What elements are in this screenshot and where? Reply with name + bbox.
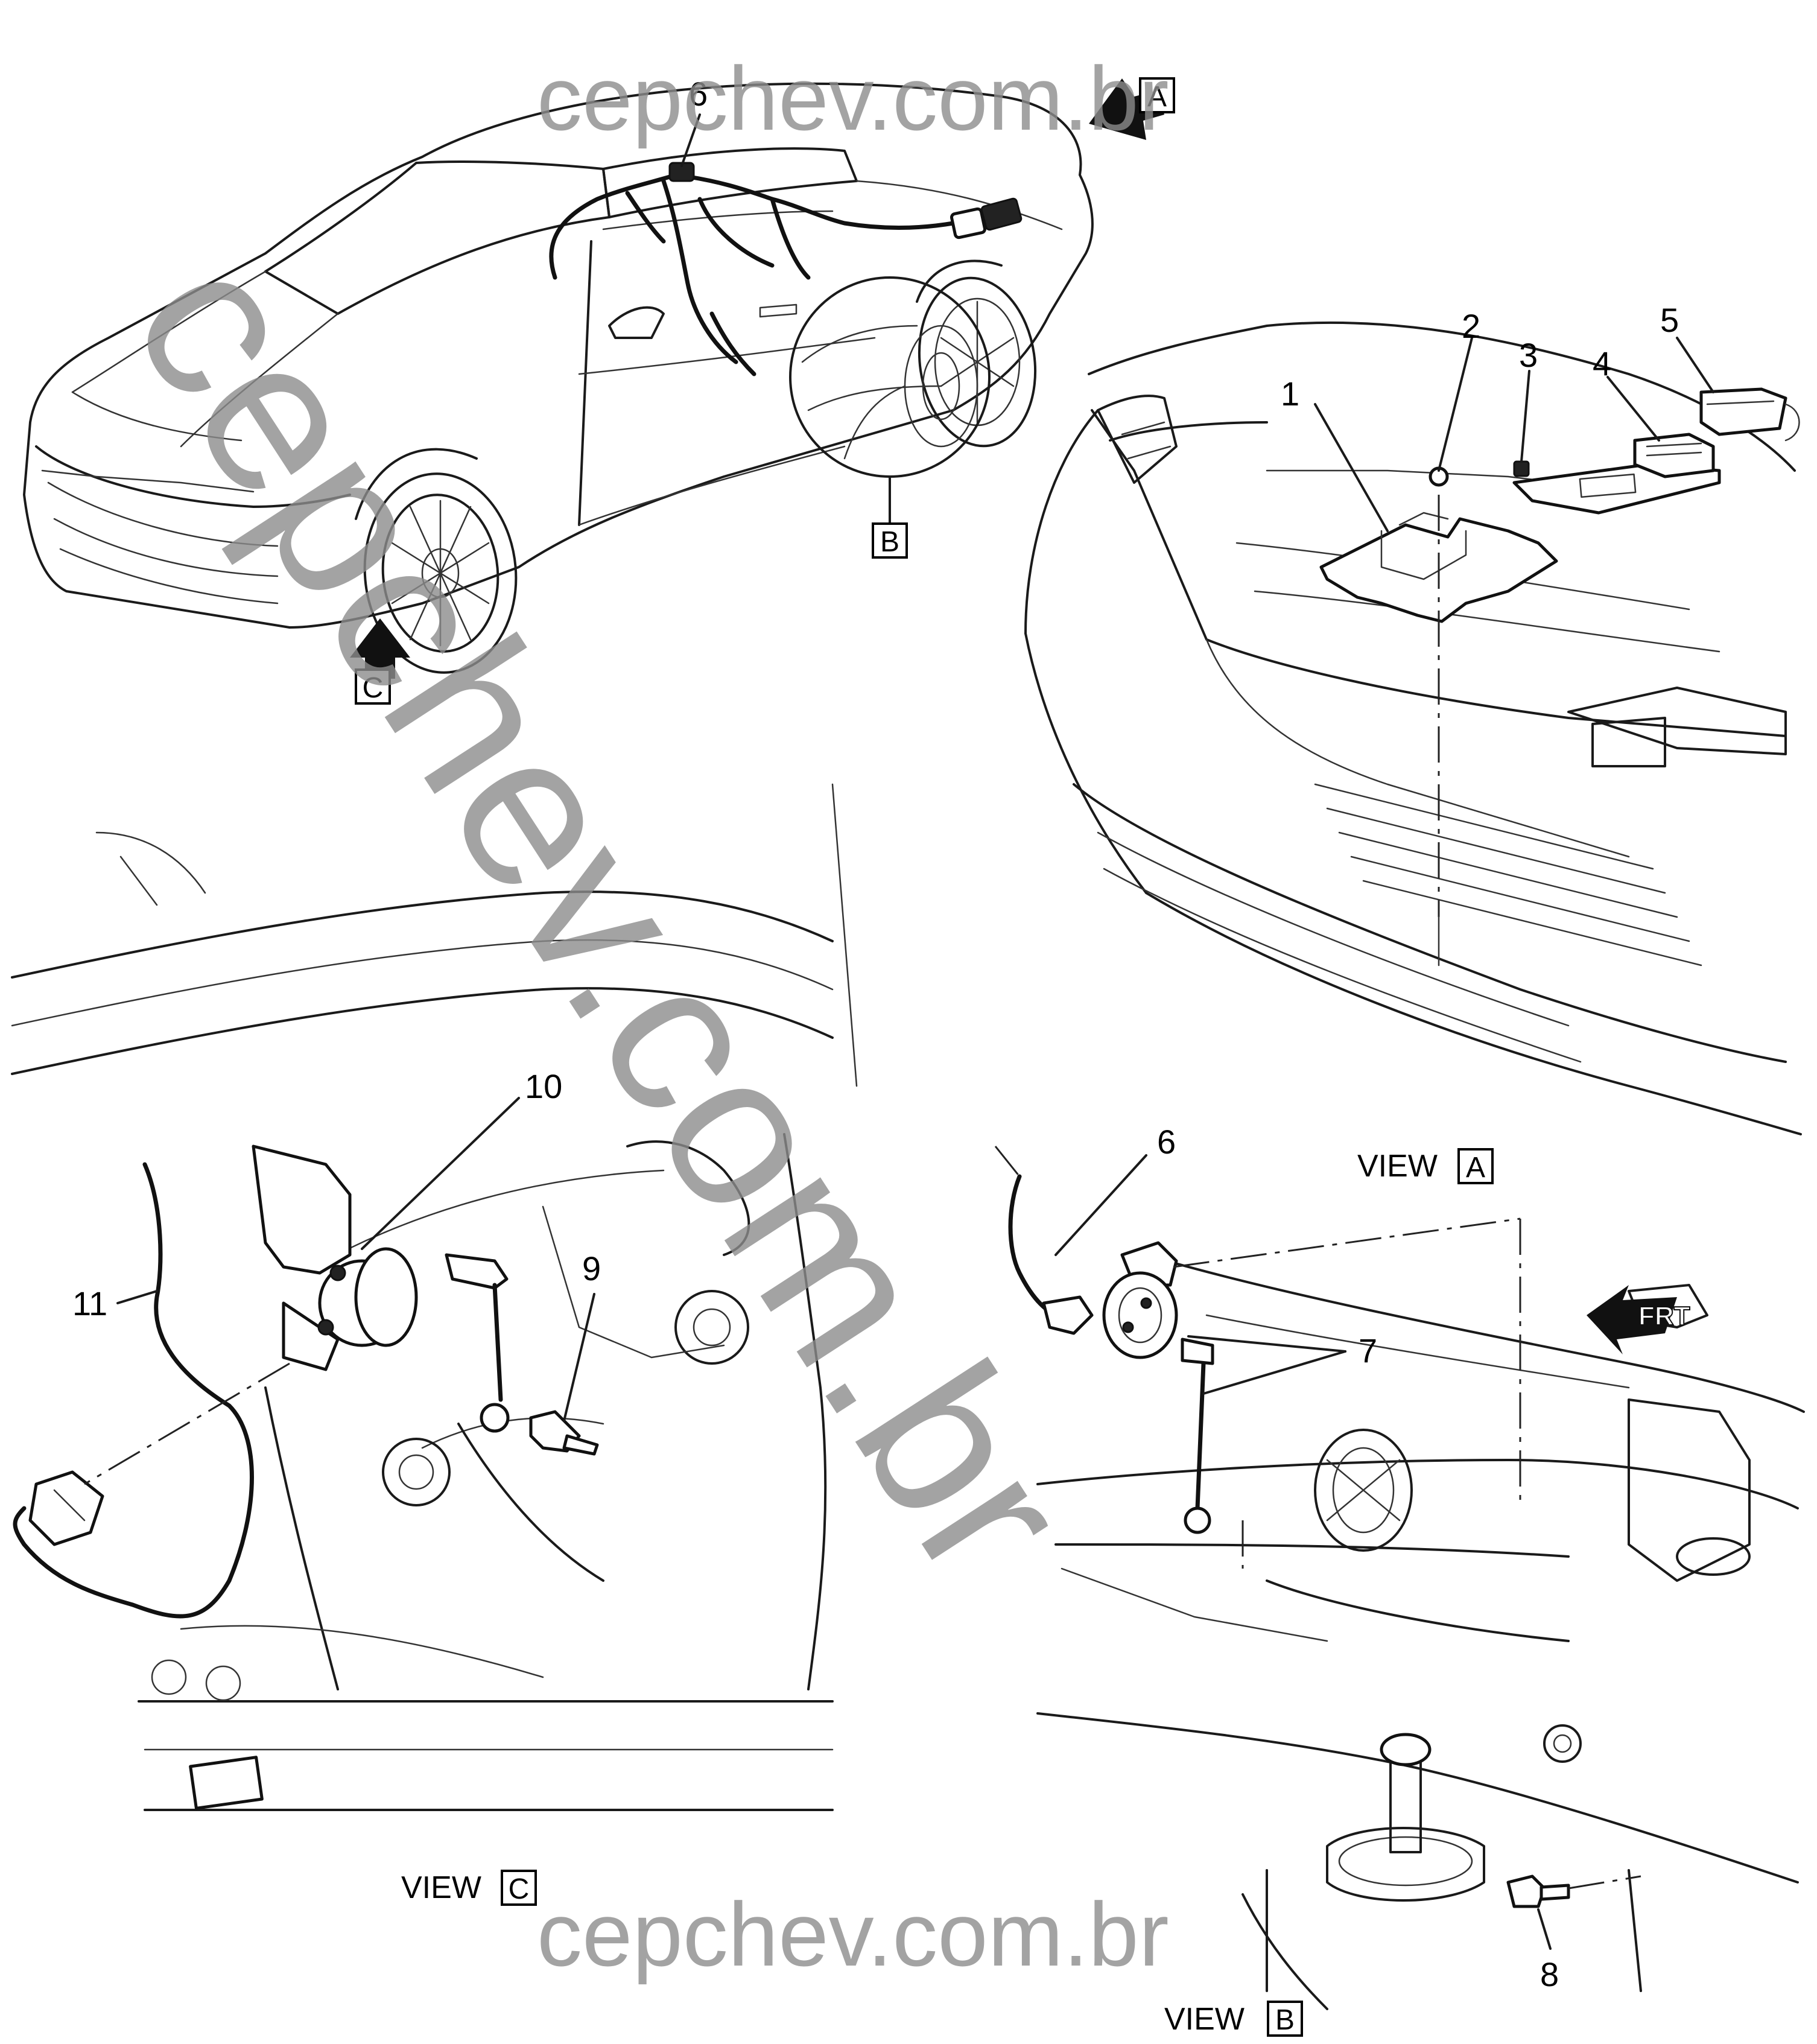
view-arrow-a-icon: A <box>1089 77 1175 140</box>
view-ref-b-box: B <box>880 526 899 558</box>
view-c-label: VIEW <box>401 1870 481 1905</box>
part-7-height-sensor <box>1102 1241 1214 1534</box>
callout-7: 7 <box>1359 1331 1377 1370</box>
rear-wheel <box>916 259 1037 448</box>
view-b-label: VIEW <box>1164 2002 1245 2037</box>
callout-11: 11 <box>72 1284 107 1322</box>
part-5-connector <box>1699 387 1800 442</box>
callout-4: 4 <box>1593 344 1611 382</box>
callout-2: 2 <box>1462 307 1480 345</box>
view-a-box: A <box>1466 1152 1485 1184</box>
view-b-rear-suspension: 6 7 8 FRT VIEW B <box>994 1123 1805 2037</box>
view-a-label: VIEW <box>1357 1149 1438 1184</box>
callout-6-view-b: 6 <box>1157 1123 1176 1161</box>
callout-10: 10 <box>525 1067 562 1105</box>
callout-5: 5 <box>1660 301 1679 339</box>
watermark-bottom: cepchev.com.br <box>537 1884 1169 1985</box>
watermark-top: cepchev.com.br <box>537 48 1169 149</box>
view-b-box: B <box>1275 2004 1295 2036</box>
watermark-diagonal: cepchev.com.br <box>87 213 1117 1618</box>
front-arrow-icon: FRT <box>1587 1285 1691 1354</box>
callout-1: 1 <box>1281 375 1299 413</box>
callout-3: 3 <box>1519 336 1538 374</box>
front-wheel <box>355 448 518 674</box>
view-a-trunk: 1 2 3 4 5 VIEW A <box>1024 301 1802 1184</box>
front-arrow-label: FRT <box>1638 1301 1690 1331</box>
part-10-height-sensor <box>252 1144 510 1433</box>
view-arrow-c-icon: C <box>350 618 410 705</box>
car-overview: 6 A C B <box>23 75 1175 705</box>
view-c-front-suspension: 10 9 11 VIEW C <box>11 783 858 1906</box>
part-9-bolt <box>529 1410 599 1456</box>
callout-9: 9 <box>582 1249 601 1287</box>
wiring-harness <box>549 162 1023 376</box>
view-c-box: C <box>509 1873 530 1905</box>
part-11-harness <box>13 1162 254 1619</box>
part-4-module <box>1512 433 1721 515</box>
view-ref-c-box: C <box>363 672 384 704</box>
detail-circle-b <box>789 276 991 526</box>
view-ref-a-box: A <box>1147 81 1167 113</box>
callout-6-car: 6 <box>689 75 708 113</box>
callout-8: 8 <box>1540 1955 1559 1993</box>
